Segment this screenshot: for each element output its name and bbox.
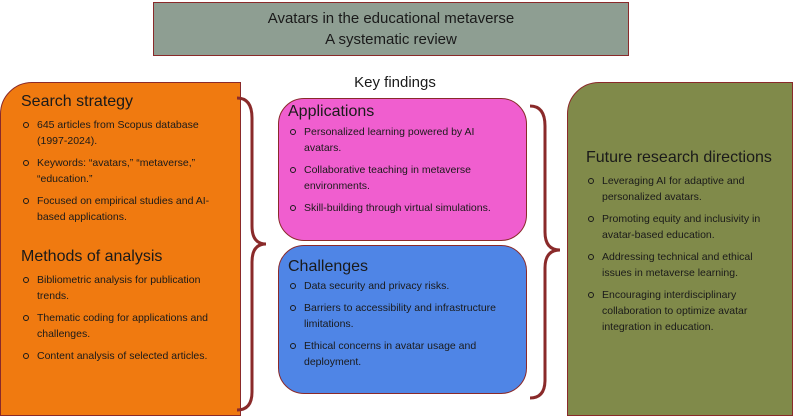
- bullet-icon: [23, 160, 29, 166]
- challenges-panel: Challenges Data security and privacy ris…: [278, 245, 527, 394]
- bullet-icon: [290, 205, 296, 211]
- list-item: 645 articles from Scopus database (1997-…: [21, 117, 211, 149]
- title-line-2: A systematic review: [325, 31, 457, 48]
- bullet-icon: [290, 167, 296, 173]
- search-strategy-list: 645 articles from Scopus database (1997-…: [21, 117, 211, 231]
- list-item: Barriers to accessibility and infrastruc…: [288, 300, 503, 332]
- future-heading: Future research directions: [586, 149, 772, 166]
- left-brace: [236, 96, 267, 412]
- applications-list: Personalized learning powered by AI avat…: [288, 124, 503, 222]
- right-brace: [529, 104, 561, 400]
- title-line-1: Avatars in the educational metaverse: [267, 10, 515, 27]
- bullet-icon: [588, 178, 594, 184]
- list-item: Thematic coding for applications and cha…: [21, 310, 211, 342]
- applications-panel: Applications Personalized learning power…: [278, 98, 527, 241]
- list-item: Personalized learning powered by AI avat…: [288, 124, 503, 156]
- bullet-icon: [23, 198, 29, 204]
- bullet-icon: [290, 129, 296, 135]
- list-item: Addressing technical and ethical issues …: [586, 249, 776, 281]
- list-item: Focused on empirical studies and AI-base…: [21, 193, 211, 225]
- list-item: Promoting equity and inclusivity in avat…: [586, 211, 776, 243]
- bullet-icon: [23, 122, 29, 128]
- key-findings-label: Key findings: [354, 74, 436, 91]
- bullet-icon: [290, 283, 296, 289]
- search-methods-panel: Search strategy 645 articles from Scopus…: [0, 82, 241, 416]
- bullet-icon: [588, 216, 594, 222]
- future-list: Leveraging AI for adaptive and personali…: [586, 173, 776, 341]
- bullet-icon: [23, 277, 29, 283]
- bullet-icon: [588, 292, 594, 298]
- title-box: Avatars in the educational metaverse A s…: [153, 2, 629, 56]
- list-item: Data security and privacy risks.: [288, 278, 503, 294]
- bullet-icon: [23, 353, 29, 359]
- list-item: Encouraging interdisciplinary collaborat…: [586, 287, 776, 335]
- bullet-icon: [290, 305, 296, 311]
- list-item: Skill-building through virtual simulatio…: [288, 200, 503, 216]
- challenges-list: Data security and privacy risks. Barrier…: [288, 278, 503, 376]
- list-item: Ethical concerns in avatar usage and dep…: [288, 338, 503, 370]
- search-strategy-heading: Search strategy: [21, 93, 134, 110]
- list-item: Leveraging AI for adaptive and personali…: [586, 173, 776, 205]
- methods-heading: Methods of analysis: [21, 248, 163, 265]
- list-item: Keywords: “avatars,” “metaverse,” “educa…: [21, 155, 211, 187]
- bullet-icon: [23, 315, 29, 321]
- bullet-icon: [588, 254, 594, 260]
- bullet-icon: [290, 343, 296, 349]
- applications-heading: Applications: [288, 103, 375, 120]
- list-item: Bibliometric analysis for publication tr…: [21, 272, 211, 304]
- challenges-heading: Challenges: [288, 258, 369, 275]
- methods-list: Bibliometric analysis for publication tr…: [21, 272, 211, 370]
- list-item: Content analysis of selected articles.: [21, 348, 211, 364]
- list-item: Collaborative teaching in metaverse envi…: [288, 162, 503, 194]
